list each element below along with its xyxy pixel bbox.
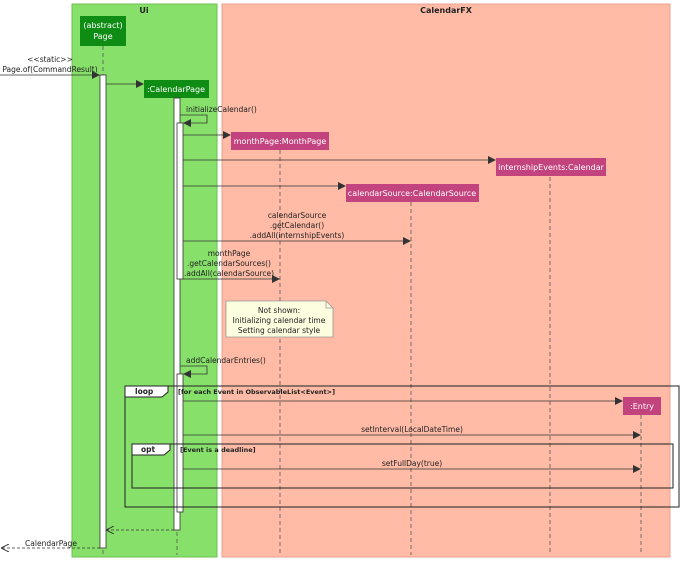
- mp-label-line3: .addAll(calendarSource): [184, 269, 274, 278]
- initialize-calendar-label: initializeCalendar(): [186, 105, 257, 114]
- participant-calendar-source-label: calendarSource:CalendarSource: [348, 189, 476, 198]
- cs-label-line2: .getCalendar(): [270, 221, 324, 230]
- participant-entry-box: [623, 397, 661, 415]
- msg-initialize-calendar-arrow: [180, 114, 208, 127]
- participant-page-line2: Page: [93, 32, 112, 41]
- participant-calendar-page-box: [144, 80, 209, 98]
- participant-month-page-label: monthPage:MonthPage: [234, 137, 327, 146]
- note-fold: [325, 301, 333, 309]
- loop-label: loop: [135, 387, 154, 396]
- loop-tab: [124, 385, 169, 398]
- add-entries-label: addCalendarEntries(): [186, 356, 266, 365]
- opt-tab: [131, 443, 171, 456]
- note-line3: Setting calendar style: [238, 326, 321, 335]
- ui-package-title: Ui: [139, 6, 148, 15]
- participant-calendar-source-box: [346, 184, 479, 202]
- participant-internship-events-box: [496, 158, 606, 176]
- note-box: [225, 300, 334, 338]
- mp-label-line2: .getCalendarSources(): [187, 259, 271, 268]
- participant-page-line1: (abstract): [83, 21, 122, 30]
- mp-label-line1: monthPage: [208, 249, 251, 258]
- note-line1: Not shown:: [258, 306, 300, 315]
- participant-page-box: [80, 16, 126, 46]
- loop-guard: [for each Event in ObservableList<Event>…: [178, 388, 335, 396]
- opt-label: opt: [141, 445, 156, 454]
- cs-label-line1: calendarSource: [268, 211, 327, 220]
- opt-fragment: [131, 443, 674, 489]
- page-of-label: Page.of(CommandResult): [2, 65, 97, 74]
- calendarfx-package-title: CalendarFX: [420, 6, 473, 15]
- static-stereotype-label: <<static>>: [27, 55, 73, 64]
- activation-initialize: [176, 122, 184, 280]
- activation-page: [99, 74, 107, 549]
- calendarfx-package: [221, 3, 671, 558]
- activation-calendar-page: [173, 97, 181, 531]
- opt-guard: [Event is a deadline]: [180, 446, 256, 454]
- msg-add-entries-arrow: [180, 365, 208, 378]
- participant-entry-label: :Entry: [630, 402, 654, 411]
- return-calendar-page-label: CalendarPage: [25, 539, 77, 548]
- activation-add-entries: [176, 373, 184, 513]
- loop-fragment: [124, 385, 680, 508]
- set-full-day-label: setFullDay(true): [382, 459, 442, 468]
- participant-month-page-box: [231, 132, 329, 150]
- set-interval-label: setInterval(LocalDateTime): [361, 425, 463, 434]
- participant-internship-events-label: internshipEvents:Calendar: [498, 163, 605, 172]
- note-line2: Initializing calendar time: [233, 316, 326, 325]
- participant-calendar-page-label: :CalendarPage: [147, 85, 205, 94]
- cs-label-line3: .addAll(internshipEvents): [250, 231, 345, 240]
